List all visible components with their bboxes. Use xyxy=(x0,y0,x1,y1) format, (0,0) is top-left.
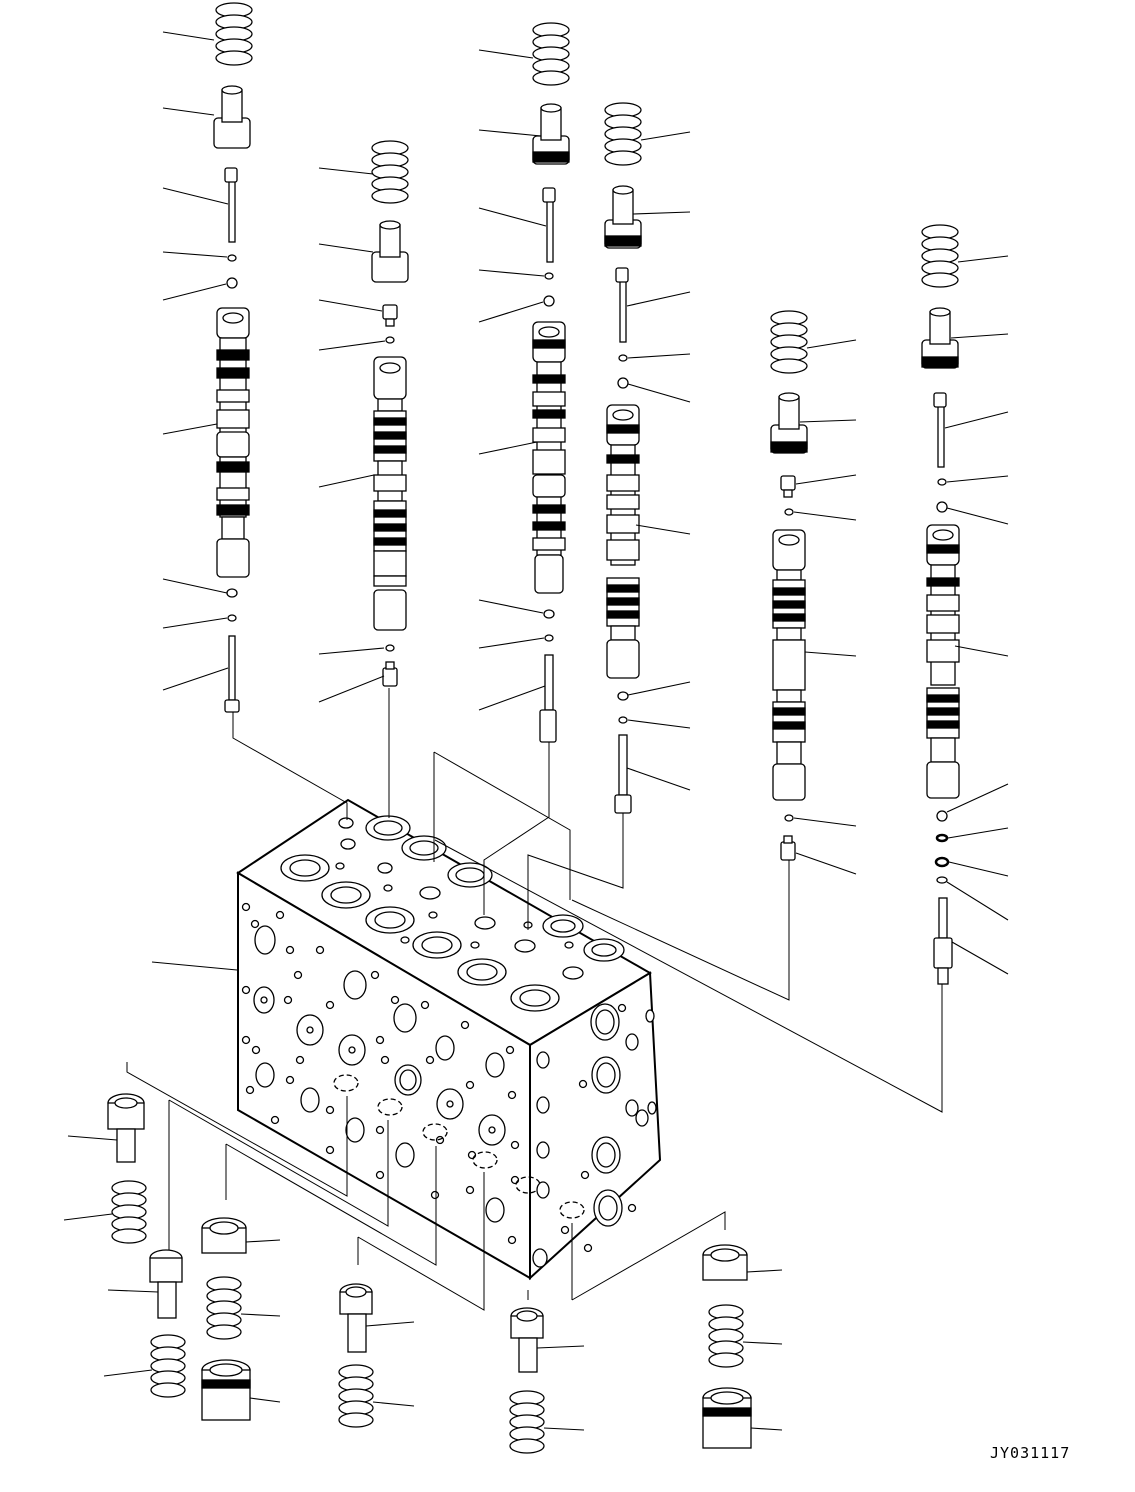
top-face-bores xyxy=(280,815,625,1012)
pin-1 xyxy=(224,635,240,713)
spool-4 xyxy=(606,404,640,814)
spool-2 xyxy=(373,356,407,687)
bottom-plugs xyxy=(107,1093,752,1449)
spring-seats xyxy=(213,85,959,454)
spring-coil xyxy=(604,102,642,166)
spool-5 xyxy=(772,529,806,861)
spring-coil xyxy=(770,310,808,374)
side-face-ports xyxy=(532,1003,657,1268)
front-face-ports xyxy=(241,902,520,1245)
spool-3 xyxy=(532,321,566,743)
spring-coil xyxy=(532,22,570,86)
spring-coil xyxy=(921,224,959,288)
leader-lines xyxy=(63,31,1009,1431)
spring-coil xyxy=(215,2,253,66)
spring-coil xyxy=(111,1180,147,1244)
spring-coil xyxy=(509,1390,545,1454)
spring-coil xyxy=(708,1304,744,1368)
assembly-lines xyxy=(126,688,943,1311)
spool-6 xyxy=(926,524,960,985)
small-rings xyxy=(226,254,950,884)
plungers xyxy=(224,167,947,498)
valve-block xyxy=(236,798,662,1281)
spring-coil xyxy=(338,1364,374,1428)
spool-1 xyxy=(216,307,250,578)
spring-coil xyxy=(206,1276,242,1340)
springs xyxy=(111,2,959,1454)
spring-coil xyxy=(371,140,409,204)
spring-coil xyxy=(150,1334,186,1398)
drawing-code: JY031117 xyxy=(990,1444,1071,1462)
